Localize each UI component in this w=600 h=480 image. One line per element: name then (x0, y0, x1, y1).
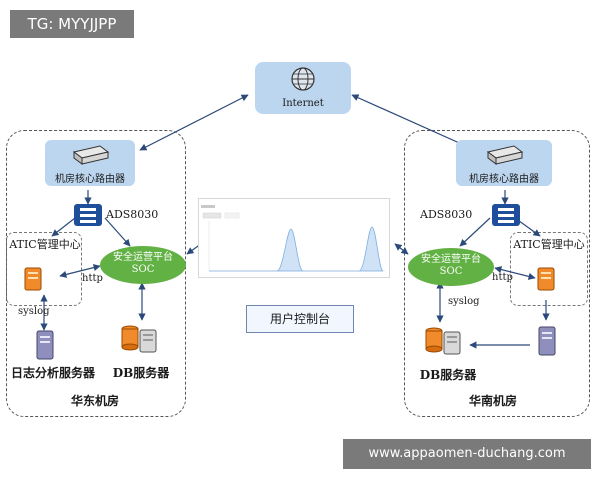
south-soc-line2: SOC (439, 266, 463, 277)
watermark-tag: TG: MYYJJPP (10, 10, 134, 38)
east-ads-label: ADS8030 (106, 208, 159, 221)
east-ads-device-icon (74, 204, 102, 226)
user-console-button[interactable]: 用户控制台 (246, 305, 354, 333)
south-ads-device-icon (492, 204, 520, 226)
south-router-label: 机房核心路由器 (469, 174, 539, 185)
south-router-node: 机房核心路由器 (456, 140, 552, 186)
router-icon (72, 145, 110, 165)
south-syslog-label: syslog (448, 296, 480, 307)
east-syslog-label: syslog (18, 306, 50, 317)
console-screen (198, 198, 390, 278)
east-db-label: DB服务器 (112, 366, 170, 380)
east-atic-label: ATIC管理中心 (9, 238, 81, 251)
south-region-label: 华南机房 (468, 394, 517, 408)
south-db-server-icon (425, 327, 461, 355)
south-log-server-icon (538, 326, 556, 356)
east-log-server-icon (36, 330, 54, 360)
traffic-chart-thumbnail (201, 205, 385, 272)
south-db-label: DB服务器 (419, 368, 477, 382)
south-soc-line1: 安全运营平台 (421, 254, 481, 265)
footer-url-watermark: www.appaomen-duchang.com (343, 439, 591, 469)
globe-icon (291, 67, 315, 91)
east-router-node: 机房核心路由器 (45, 140, 135, 186)
south-soc-node: 安全运营平台 SOC (408, 248, 494, 286)
east-soc-line2: SOC (131, 264, 155, 275)
south-atic-server-icon (537, 267, 555, 291)
south-datacenter-region (404, 130, 590, 417)
east-http-label: http (82, 273, 103, 284)
east-soc-line1: 安全运营平台 (113, 252, 173, 263)
internet-node: Internet (255, 62, 351, 114)
east-router-label: 机房核心路由器 (55, 174, 125, 185)
internet-label: Internet (282, 98, 324, 109)
router-icon (486, 145, 524, 165)
east-region-label: 华东机房 (70, 394, 119, 408)
east-db-server-icon (121, 325, 157, 353)
south-atic-label: ATIC管理中心 (513, 238, 585, 251)
south-ads-label: ADS8030 (420, 208, 473, 221)
east-atic-server-icon (24, 267, 42, 291)
east-soc-node: 安全运营平台 SOC (100, 246, 186, 284)
south-http-label: http (492, 272, 513, 283)
east-log-server-label: 日志分析服务器 (10, 366, 95, 380)
